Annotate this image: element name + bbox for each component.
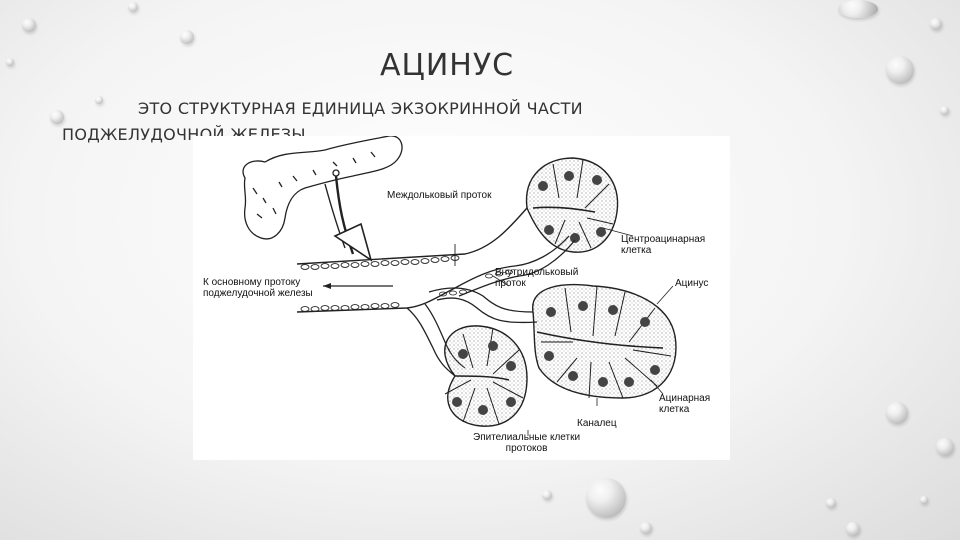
water-drop-decoration xyxy=(542,490,552,500)
water-drop-decoration xyxy=(6,58,14,66)
water-drop-decoration xyxy=(930,18,942,30)
water-drop-decoration xyxy=(846,522,860,536)
acinus-diagram: Междольковый проток Центроацинарная клет… xyxy=(193,136,730,460)
interlobular-duct xyxy=(296,207,528,313)
label-duct-epithelial-cells: Эпителиальные клетки протоков xyxy=(473,432,581,454)
water-drop-decoration xyxy=(886,56,914,84)
intralobular-ducts xyxy=(406,235,576,377)
water-drop-decoration xyxy=(640,522,652,534)
water-drop-decoration xyxy=(95,96,103,104)
water-drop-decoration xyxy=(22,18,36,32)
leader-lines xyxy=(492,227,674,436)
label-acinar-cell: Ацинарная клетка xyxy=(659,393,711,415)
right-acinus xyxy=(532,283,677,399)
water-drop-decoration xyxy=(50,110,64,124)
slide-title: АЦИНУС xyxy=(380,48,515,83)
lower-acinus xyxy=(444,325,528,427)
label-interlobular-duct: Междольковый проток xyxy=(387,190,492,201)
water-drop-decoration xyxy=(826,498,836,508)
label-intralobular-duct: Внутридольковый проток xyxy=(495,267,579,289)
water-drop-decoration xyxy=(128,2,138,12)
water-drop-decoration xyxy=(920,496,928,504)
water-drop-decoration xyxy=(180,30,194,44)
label-acinus: Ацинус xyxy=(675,278,709,289)
zoom-arrow xyxy=(324,175,373,262)
water-drop-decoration xyxy=(838,0,878,18)
label-canaliculus: Каналец xyxy=(577,418,617,429)
label-centroacinar-cell: Центроацинарная клетка xyxy=(621,234,706,256)
pancreas-outline xyxy=(242,136,403,240)
subtitle-line-1: ЭТО СТРУКТУРНАЯ ЕДИНИЦА ЭКЗОКРИННОЙ ЧАСТ… xyxy=(138,99,583,118)
label-to-main-duct: К основному протоку поджелудочной железы xyxy=(203,277,313,299)
water-drop-decoration xyxy=(586,478,626,518)
upper-acinus xyxy=(525,157,619,253)
acinus-illustration xyxy=(242,136,677,436)
water-drop-decoration xyxy=(936,438,954,456)
water-drop-decoration xyxy=(940,106,949,115)
water-drop-decoration xyxy=(886,402,908,424)
